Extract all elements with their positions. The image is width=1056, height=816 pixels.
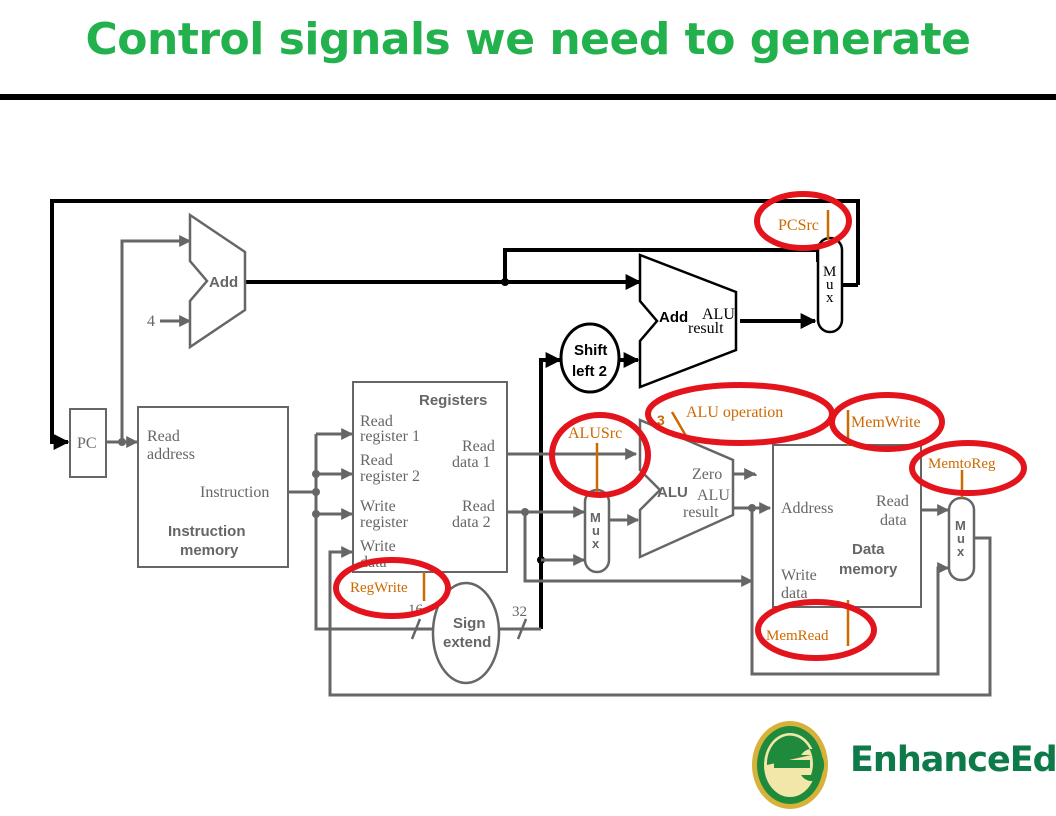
- alu-mux-x: x: [592, 536, 600, 551]
- mem-mux-x: x: [957, 544, 965, 559]
- pc-register: [69, 408, 107, 478]
- alu-label: ALU: [657, 484, 688, 501]
- shift-label-1: Shift: [574, 342, 607, 359]
- registers-title: Registers: [419, 392, 487, 409]
- branch-adder-label: Add: [659, 309, 688, 326]
- pc-adder: [188, 212, 247, 350]
- imem-name-2: memory: [180, 542, 239, 559]
- read-data1-a: Read: [462, 438, 495, 455]
- branch-adder: [638, 253, 738, 389]
- memtoreg-highlight: [909, 440, 1027, 496]
- alusrc-label: ALUSrc: [568, 425, 622, 442]
- mem-mux-u: u: [957, 531, 965, 546]
- logo-text: EnhanceEdu: [850, 740, 1056, 780]
- read-data2-a: Read: [462, 498, 495, 515]
- read-reg1-b: register 1: [360, 428, 420, 445]
- branch-adder-result-1: ALU: [702, 306, 735, 323]
- write-data-a: Write: [360, 538, 396, 555]
- dmem-read-2: data: [880, 512, 907, 529]
- alu-op-bits: 3: [657, 412, 665, 428]
- read-reg1-a: Read: [360, 413, 393, 430]
- pcsrc-highlight: [754, 191, 852, 251]
- alu-operation-label: ALU operation: [686, 404, 783, 421]
- slide-title: Control signals we need to generate: [85, 14, 971, 65]
- register-file: [352, 381, 508, 573]
- regwrite-label: RegWrite: [350, 580, 408, 596]
- sign-extend: [431, 581, 501, 685]
- memwrite-label: MemWrite: [851, 414, 921, 431]
- dmem-write-2: data: [781, 585, 808, 602]
- dmem-name-2: memory: [839, 561, 898, 578]
- read-reg2-b: register 2: [360, 468, 420, 485]
- alusrc-highlight: [549, 412, 651, 498]
- dmem-address: Address: [781, 500, 833, 517]
- junction-dots: [118, 438, 756, 518]
- read-reg2-a: Read: [360, 452, 393, 469]
- shift-left-2: [559, 322, 621, 394]
- pc-mux-m: M: [823, 264, 836, 280]
- pc-mux-u: u: [826, 277, 834, 293]
- pcsrc-label: PCSrc: [778, 217, 819, 234]
- enhanceedu-e-logo-icon: [752, 721, 828, 809]
- read-data1-b: data 1: [452, 454, 491, 471]
- pc-mux-x: x: [826, 290, 834, 306]
- alu-result-2: result: [683, 504, 719, 521]
- pc-adder-label: Add: [209, 274, 238, 291]
- sign-out-bits: 32: [512, 604, 527, 620]
- imem-instruction: Instruction: [200, 484, 269, 501]
- sign-extend-1: Sign: [453, 615, 486, 632]
- highlight-circles: [333, 191, 1027, 661]
- dmem-read-1: Read: [876, 493, 909, 510]
- pc-mux: [816, 236, 844, 334]
- memread-highlight: [755, 599, 877, 661]
- data-memory: [772, 444, 922, 608]
- read-data2-b: data 2: [452, 514, 491, 531]
- shift-label-2: left 2: [572, 363, 607, 380]
- dmem-name-1: Data: [852, 541, 885, 558]
- dmem-write-1: Write: [781, 567, 817, 584]
- write-reg-b: register: [360, 514, 409, 531]
- pc-label: PC: [77, 435, 97, 452]
- imem-name-1: Instruction: [168, 523, 246, 540]
- write-reg-a: Write: [360, 498, 396, 515]
- alu-zero: Zero: [692, 466, 722, 483]
- title-rule: [0, 94, 1056, 100]
- memwrite-highlight: [829, 392, 945, 452]
- alu-mux-u: u: [592, 523, 600, 538]
- imem-read-2: address: [147, 446, 195, 463]
- memtoreg-label: MemtoReg: [928, 456, 996, 472]
- const-four: 4: [147, 313, 155, 330]
- branch-adder-result-2: result: [688, 320, 724, 337]
- alu-mux-m: M: [590, 510, 601, 525]
- alu-result-1: ALU: [697, 487, 730, 504]
- memread-label: MemRead: [766, 628, 829, 644]
- sign-extend-2: extend: [443, 634, 491, 651]
- imem-read-1: Read: [147, 428, 180, 445]
- instruction-memory: [137, 406, 289, 568]
- mem-mux-m: M: [955, 518, 966, 533]
- regwrite-highlight: [333, 557, 451, 619]
